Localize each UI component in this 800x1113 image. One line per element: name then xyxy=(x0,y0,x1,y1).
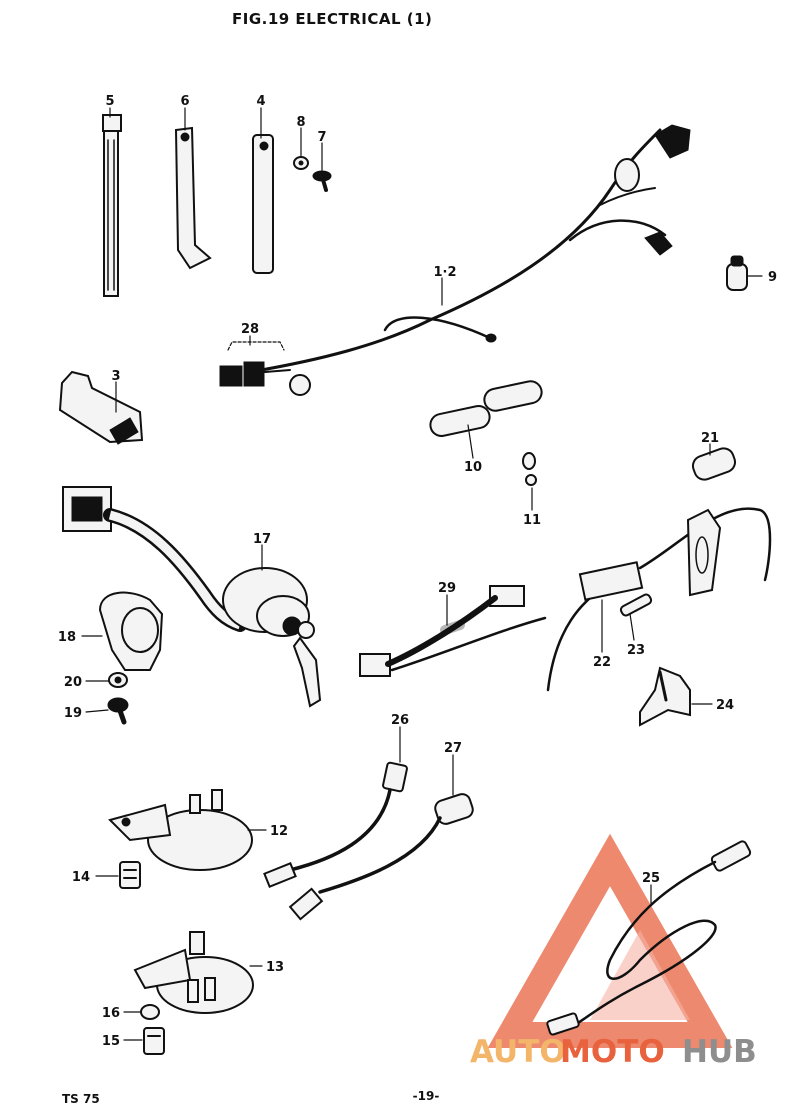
horn-part xyxy=(108,789,253,871)
terminal-cap-part xyxy=(726,255,748,291)
fuse-part xyxy=(619,593,653,617)
callout-11: 11 xyxy=(523,513,541,528)
watermark-moto: MOTO xyxy=(560,1034,665,1070)
leader-lines xyxy=(81,107,763,1041)
callout-24: 24 xyxy=(716,698,734,713)
watermark-auto: AUTO xyxy=(470,1034,566,1070)
screw-part xyxy=(119,861,141,889)
screw-part xyxy=(143,1027,165,1055)
watermark-hub: HUB xyxy=(682,1034,757,1070)
callout-20: 20 xyxy=(64,675,82,690)
callout-21: 21 xyxy=(701,431,719,446)
callout-9: 9 xyxy=(768,270,777,285)
washer-part xyxy=(140,1004,160,1020)
fuse-holder-part xyxy=(546,507,772,692)
callout-7: 7 xyxy=(317,130,326,145)
callout-16: 16 xyxy=(102,1006,120,1021)
callout-18: 18 xyxy=(58,630,76,645)
ground-lead-part xyxy=(546,840,752,1036)
mounting-bracket-part xyxy=(58,370,144,445)
lead-wire-part xyxy=(288,793,474,921)
wire-lead-part xyxy=(359,585,547,677)
callout-29: 29 xyxy=(438,581,456,596)
watermark-logo-icon xyxy=(487,833,733,1048)
callout-12: 12 xyxy=(270,824,288,839)
callout-19: 19 xyxy=(64,706,82,721)
callout-5: 5 xyxy=(105,94,114,109)
rubber-tube-part xyxy=(429,380,543,437)
cable-tie-part xyxy=(102,114,122,297)
watermark-text: AUTO MOTO HUB xyxy=(470,1034,757,1070)
wire-clip-part xyxy=(522,452,537,486)
washer-part xyxy=(108,672,128,688)
page-title: FIG.19 ELECTRICAL (1) xyxy=(232,10,433,28)
callout-25: 25 xyxy=(642,871,660,886)
callout-22: 22 xyxy=(593,655,611,670)
callout-10: 10 xyxy=(464,460,482,475)
fuse-cap-part xyxy=(691,447,737,481)
callout-26: 26 xyxy=(391,713,409,728)
callout-6: 6 xyxy=(180,94,189,109)
ignition-switch-part xyxy=(62,486,322,708)
footer-model: TS 75 xyxy=(62,1092,100,1106)
callout-3: 3 xyxy=(111,369,120,384)
callout-23: 23 xyxy=(627,643,645,658)
washer-part xyxy=(293,156,309,170)
callout-4: 4 xyxy=(256,94,265,109)
screw-part xyxy=(312,170,332,192)
callout-14: 14 xyxy=(72,870,90,885)
relay-bracket-part xyxy=(639,666,691,727)
callout-27: 27 xyxy=(444,741,462,756)
footer-page-number: -19- xyxy=(413,1089,440,1103)
callout-17: 17 xyxy=(253,532,271,547)
horn-part xyxy=(133,931,254,1014)
callout-8: 8 xyxy=(296,115,305,130)
lead-wire-part xyxy=(263,761,408,889)
clamp-band-part xyxy=(174,126,212,270)
switch-cover-part xyxy=(98,591,164,671)
strap-part xyxy=(252,134,274,274)
callout-15: 15 xyxy=(102,1034,120,1049)
screw-part xyxy=(107,697,129,725)
callout-1-2: 1·2 xyxy=(433,265,456,280)
callout-13: 13 xyxy=(266,960,284,975)
wiring-harness-part xyxy=(248,124,691,374)
connector-group-part xyxy=(219,341,311,396)
callout-28: 28 xyxy=(241,322,259,337)
